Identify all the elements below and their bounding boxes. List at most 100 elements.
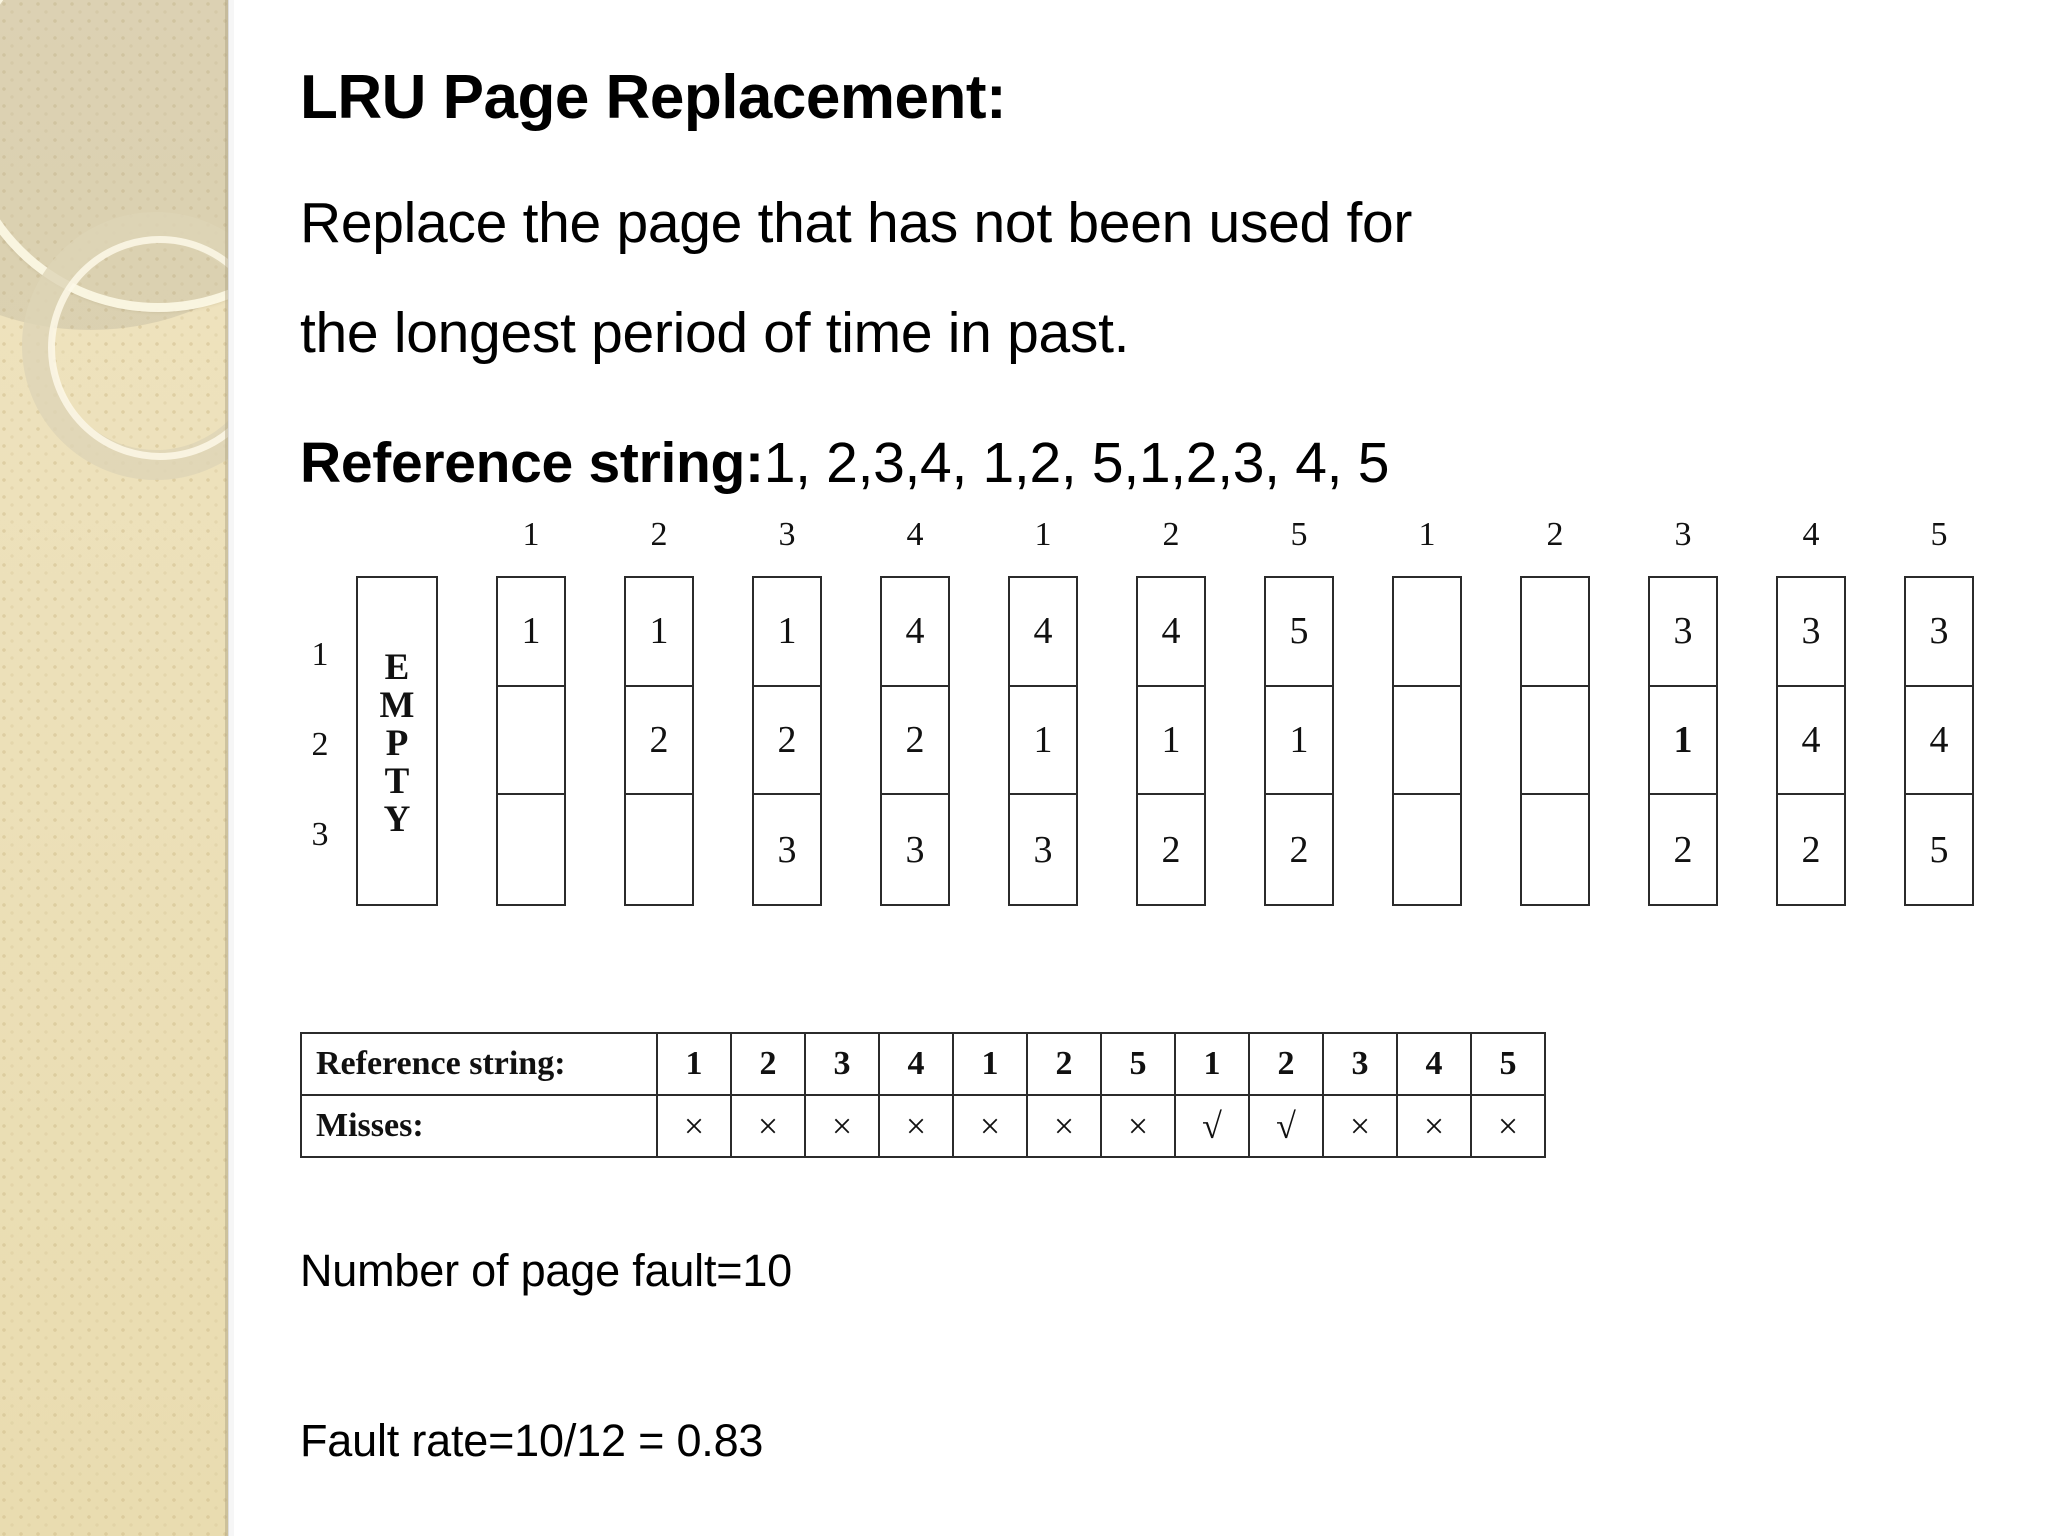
- decorative-sidebar: [0, 0, 228, 1536]
- body-line-2: the longest period of time in past.: [300, 301, 1130, 365]
- frame-cell-c1-r1: 1: [498, 578, 564, 687]
- summary-num-cell-2: 2: [730, 1032, 806, 1096]
- frame-column-header-8: 1: [1418, 516, 1436, 553]
- frame-column-header-10: 3: [1674, 516, 1692, 553]
- frame-cell-c7-r3: 2: [1289, 828, 1309, 871]
- summary-row-label-2: Misses:: [300, 1094, 658, 1158]
- summary-mark-cell-9: √: [1248, 1094, 1324, 1158]
- frame-cell-c3-r3: 3: [777, 828, 797, 871]
- summary-mark-cell-1: ×: [656, 1094, 732, 1158]
- empty-letter-2: P: [385, 722, 409, 764]
- summary-mark-cell-12: ×: [1470, 1094, 1546, 1158]
- frame-cell-c9-r1: [1522, 578, 1588, 687]
- frame-cell-c6-r1: 4: [1138, 578, 1204, 687]
- frame-cell-c8-r2: [1394, 687, 1460, 796]
- frame-cell-c1-r3: [498, 795, 564, 904]
- empty-letter-3: T: [384, 761, 410, 803]
- frame-cell-c4-r1: 4: [882, 578, 948, 687]
- summary-num-cell-5: 1: [952, 1032, 1028, 1096]
- summary-num-cell-12: 5: [1470, 1032, 1546, 1096]
- frame-cell-c3-r2: 2: [754, 687, 820, 796]
- summary-num-cell-8: 1: [1174, 1032, 1250, 1096]
- summary-mark-cell-7: ×: [1100, 1094, 1176, 1158]
- page-title: LRU Page Replacement:: [300, 63, 1007, 132]
- fault-rate: Fault rate=10/12 = 0.83: [300, 1415, 764, 1466]
- summary-mark-cell-8: √: [1174, 1094, 1250, 1158]
- empty-letter-0: E: [384, 646, 410, 688]
- frame-cell-c11-r2: 4: [1778, 687, 1844, 796]
- sidebar-divider: [228, 0, 234, 1536]
- frame-cell-c12-r3: 5: [1929, 828, 1949, 871]
- frame-cell-c8-r1: [1394, 578, 1460, 687]
- frame-cell-c1-r2: [498, 687, 564, 796]
- frame-cell-c2-r3: [626, 795, 692, 904]
- frame-cell-c6-r2: 1: [1138, 687, 1204, 796]
- summary-num-cell-10: 3: [1322, 1032, 1398, 1096]
- reference-string-values: 1, 2,3,4, 1,2, 5,1,2,3, 4, 5: [763, 431, 1390, 495]
- frame-cell-c4-r3: 3: [905, 828, 925, 871]
- frame-cell-c7-r2: 1: [1266, 687, 1332, 796]
- summary-mark-cell-2: ×: [730, 1094, 806, 1158]
- summary-num-cell-3: 3: [804, 1032, 880, 1096]
- summary-mark-cell-10: ×: [1322, 1094, 1398, 1158]
- frame-cell-c4-r2: 2: [882, 687, 948, 796]
- summary-mark-cell-11: ×: [1396, 1094, 1472, 1158]
- reference-string-label: Reference string:: [300, 431, 764, 495]
- table-row: Misses:×××××××√√×××: [300, 1094, 1546, 1158]
- frame-cell-c9-r3: [1522, 795, 1588, 904]
- frame-cell-c9-r2: [1522, 687, 1588, 796]
- frame-column-header-11: 4: [1802, 516, 1820, 553]
- frame-column-1: 1: [496, 576, 566, 906]
- frame-row-label-2: 2: [311, 726, 329, 763]
- frame-column-header-9: 2: [1546, 516, 1564, 553]
- summary-num-cell-9: 2: [1248, 1032, 1324, 1096]
- frame-cell-c10-r3: 2: [1673, 828, 1693, 871]
- frame-cell-c10-r1: 3: [1650, 578, 1716, 687]
- summary-num-cell-11: 4: [1396, 1032, 1472, 1096]
- summary-row-label-1: Reference string:: [300, 1032, 658, 1096]
- frame-column-header-6: 2: [1162, 516, 1180, 553]
- frame-cell-c12-r2: 4: [1906, 687, 1972, 796]
- frame-cell-c5-r3: 3: [1033, 828, 1053, 871]
- summary-mark-cell-3: ×: [804, 1094, 880, 1158]
- page-fault-count: Number of page fault=10: [300, 1245, 792, 1296]
- empty-letter-4: Y: [383, 799, 411, 841]
- frame-cell-c2-r2: 2: [626, 687, 692, 796]
- summary-num-cell-4: 4: [878, 1032, 954, 1096]
- frame-column-header-3: 3: [778, 516, 796, 553]
- sidebar-edge-line: [225, 0, 228, 1536]
- frame-column-header-4: 4: [906, 516, 924, 553]
- frame-column-header-7: 5: [1290, 516, 1308, 553]
- summary-num-cell-1: 1: [656, 1032, 732, 1096]
- frame-column-header-12: 5: [1930, 516, 1948, 553]
- frame-cell-c2-r1: 1: [626, 578, 692, 687]
- frame-column-8: [1392, 576, 1462, 906]
- frame-cell-c5-r2: 1: [1010, 687, 1076, 796]
- sidebar-small-ring-inner-icon: [48, 236, 228, 460]
- empty-letter-1: M: [379, 684, 415, 726]
- frame-cell-c3-r1: 1: [754, 578, 820, 687]
- frame-cell-c12-r1: 3: [1906, 578, 1972, 687]
- summary-num-cell-6: 2: [1026, 1032, 1102, 1096]
- frame-column-header-1: 1: [522, 516, 540, 553]
- frame-row-label-3: 3: [311, 816, 329, 853]
- frame-cell-c11-r3: 2: [1801, 828, 1821, 871]
- reference-string-heading: Reference string:1, 2,3,4, 1,2, 5,1,2,3,…: [300, 430, 1389, 496]
- frame-cell-c11-r1: 3: [1778, 578, 1844, 687]
- frame-column-header-5: 1: [1034, 516, 1052, 553]
- summary-mark-cell-5: ×: [952, 1094, 1028, 1158]
